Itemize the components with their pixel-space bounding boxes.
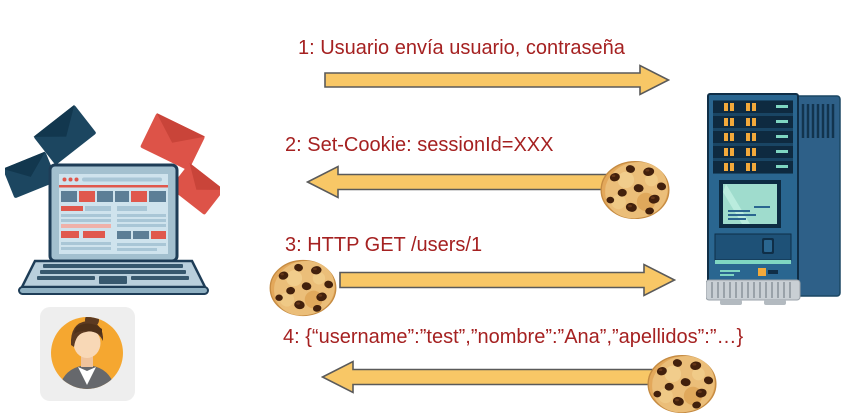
message-1-arrow-right [324, 64, 670, 96]
cookie-icon [643, 352, 721, 416]
message-1-label: 1: Usuario envía usuario, contraseña [298, 37, 625, 59]
cookie-icon [598, 158, 672, 222]
message-3-label: 3: HTTP GET /users/1 [285, 234, 483, 256]
laptop-icon [18, 163, 209, 295]
cookie-icon [261, 257, 345, 319]
message-2-label: 2: Set-Cookie: sessionId=XXX [285, 134, 554, 156]
message-4-arrow-left [321, 360, 704, 394]
client-laptop-illustration [5, 104, 220, 295]
message-4-label: 4: {“username”:”test”,”nombre”:”Ana”,”ap… [283, 326, 744, 348]
message-3-arrow-right [339, 263, 676, 297]
server-screen [719, 180, 781, 228]
user-avatar [40, 307, 135, 401]
server-rack-leds [713, 101, 793, 173]
server-icon [706, 93, 841, 305]
